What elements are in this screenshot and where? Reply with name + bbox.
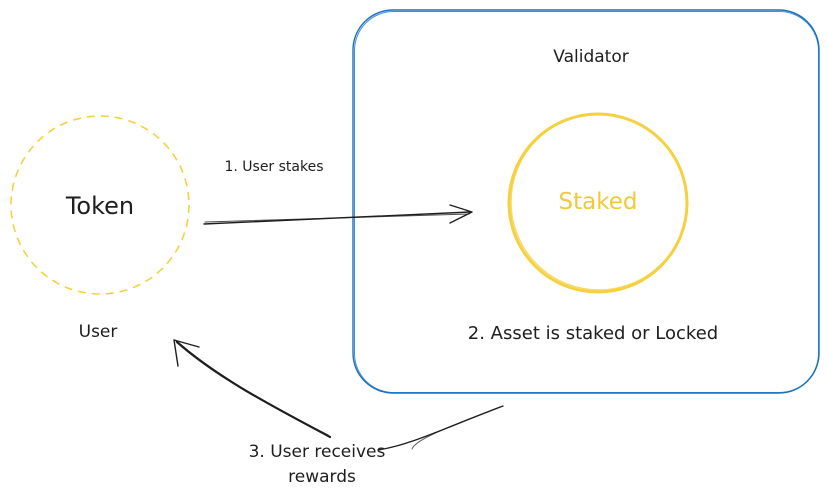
rewards-arrow <box>173 339 504 451</box>
token-circle <box>10 115 190 295</box>
validator-title: Validator <box>553 47 628 67</box>
user-caption: User <box>79 322 118 342</box>
step-stake-label: 1. User stakes <box>224 159 323 175</box>
stake-arrow <box>203 204 473 225</box>
validator-box <box>352 9 820 394</box>
step-rewards-label-line1: 3. User receives <box>249 442 386 462</box>
staked-label: Staked <box>559 189 638 215</box>
step-rewards-label-line2: rewards <box>288 467 356 487</box>
staked-circle <box>507 112 689 294</box>
validator-caption: 2. Asset is staked or Locked <box>468 323 718 344</box>
token-label: Token <box>65 192 134 220</box>
